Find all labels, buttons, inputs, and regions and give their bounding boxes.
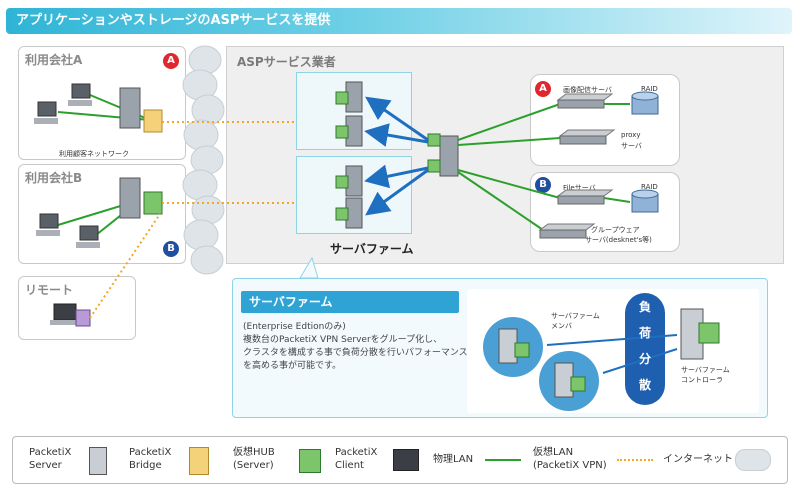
legend-client-icon [393, 449, 419, 471]
callout-desc-line4: を高める事が可能です。 [243, 361, 342, 371]
legend-server-label-2: Server [29, 460, 62, 471]
asp-title: ASPサービス業者 [237, 55, 336, 69]
farm-server-3 [335, 165, 363, 197]
image-server-label: 画像配信サーバ [563, 86, 612, 94]
controller-label: サーバファーム [681, 366, 730, 374]
remote-laptop [50, 303, 91, 327]
raid-label-b: RAID [641, 183, 658, 191]
callout-illustration: サーバファーム メンバ 負 荷 分 散 サーバファーム コントローラ [467, 289, 759, 413]
callout-title: サーバファーム [241, 291, 459, 313]
proxy-label: proxy [621, 131, 641, 139]
callout-desc-line2: 複数台のPacketiX VPN Serverをグループ化し、 [243, 335, 443, 345]
legend-bridge-icon [189, 447, 209, 475]
callout-pointer [299, 256, 319, 279]
legend-physical-lan-label: 物理LAN [433, 454, 474, 465]
legend-internet-icon [735, 449, 771, 471]
raid-disk-b [631, 189, 659, 213]
member-label: サーバファーム [551, 312, 600, 320]
image-server [556, 93, 614, 109]
server-panel-a-badge: A [535, 81, 551, 97]
load-char-2: 荷 [638, 326, 651, 340]
legend-virtual-lan-label-1: 仮想LAN [533, 447, 574, 458]
load-balance-arrows [364, 96, 429, 216]
remote-title: リモート [25, 283, 74, 297]
legend-hub-label-1: 仮想HUB [233, 447, 275, 458]
file-server [556, 189, 614, 205]
legend-server-label-1: PacketiX [29, 447, 72, 458]
banner-title: アプリケーションやストレージのASPサービスを提供 [6, 8, 792, 34]
virtual-lan-links [89, 121, 296, 319]
internet-cloud [182, 45, 225, 275]
server-farm-label: サーバファーム [330, 242, 414, 256]
company-a-server [119, 87, 163, 133]
farm-server-2 [335, 115, 363, 147]
legend-bridge-label-1: PacketiX [129, 447, 172, 458]
company-a-badge: A [163, 53, 179, 69]
load-balance-badge [625, 293, 665, 405]
company-a-network-label: 利用顧客ネットワーク [59, 150, 129, 158]
callout-arrows [546, 334, 678, 374]
farm-controller [427, 133, 459, 177]
load-char-4: 散 [638, 378, 651, 392]
server-farm-callout: サーバファーム (Enterprise Edtionのみ) 複数台のPacket… [232, 278, 768, 418]
controller-sub-label: コントローラ [681, 376, 723, 384]
legend-virtual-lan-label-2: (PacketiX VPN) [533, 460, 607, 471]
groupware-label: グループウェア [591, 226, 640, 234]
legend-hub-icon [299, 449, 321, 473]
company-b-badge: B [163, 241, 179, 257]
company-b-pc-2 [76, 225, 100, 248]
company-a-pc-2 [68, 83, 92, 106]
load-char-3: 分 [638, 352, 651, 366]
groupware-server [538, 223, 596, 239]
groupware-sub-label: サーバ(desknet's等) [585, 236, 652, 244]
legend: PacketiX Server PacketiX Bridge 仮想HUB (S… [12, 436, 788, 484]
proxy-sub-label: サーバ [621, 142, 642, 150]
controller-node [680, 308, 720, 360]
legend-server-icon [89, 447, 107, 475]
legend-client-label-1: PacketiX [335, 447, 378, 458]
company-b-server [119, 177, 163, 219]
member-node-2 [539, 351, 599, 411]
proxy-server [558, 129, 616, 145]
load-char-1: 負 [638, 300, 651, 314]
file-server-label: Fileサーバ [563, 184, 596, 192]
legend-virtual-lan-line [617, 459, 653, 461]
callout-desc-line1: (Enterprise Edtionのみ) [243, 322, 346, 332]
asp-physical-lan [457, 103, 631, 233]
server-panel-b-badge: B [535, 177, 551, 193]
raid-label-a: RAID [641, 85, 658, 93]
legend-client-label-2: Client [335, 460, 364, 471]
cluster-drawing [483, 293, 720, 411]
legend-bridge-label-2: Bridge [129, 460, 162, 471]
company-a-pc-1 [34, 101, 58, 124]
member-node-1 [483, 317, 543, 377]
legend-internet-label: インターネット [663, 454, 733, 465]
raid-disk-a [631, 91, 659, 115]
company-b-pc-1 [36, 213, 60, 236]
callout-desc-line3: クラスタを構成する事で負荷分散を行いパフォーマンス [243, 348, 468, 358]
server-panel-a: A 画像配信サーバ RAID proxy サーバ [530, 74, 680, 166]
farm-server-4 [335, 197, 363, 229]
remote-panel: リモート [18, 276, 136, 340]
member-sub-label: メンバ [551, 322, 572, 330]
legend-hub-label-2: (Server) [233, 460, 274, 471]
farm-server-1 [335, 81, 363, 113]
company-b-title: 利用会社B [25, 171, 83, 185]
legend-physical-lan-line [485, 459, 521, 461]
company-a-title: 利用会社A [25, 53, 83, 67]
